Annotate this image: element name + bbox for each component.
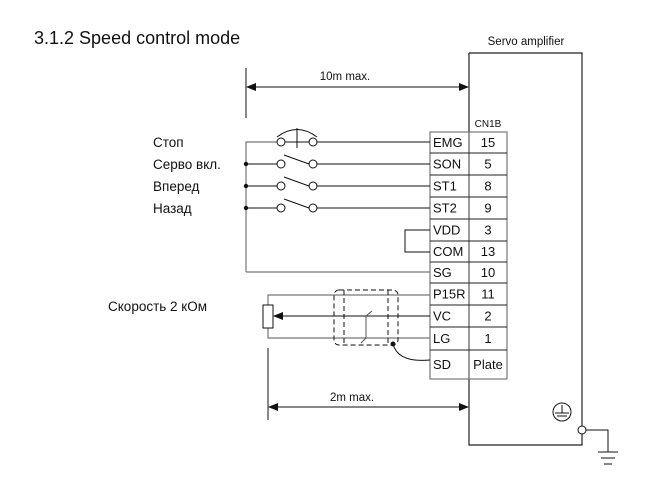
pin-row: SD Plate	[430, 349, 507, 372]
potentiometer-circuit: Скорость 2 кОм	[108, 289, 431, 361]
page-title: 3.1.2 Speed control mode	[34, 28, 241, 48]
pin-signal: ST1	[433, 179, 457, 194]
pin-signal: LG	[433, 331, 450, 346]
pin-signal: VC	[433, 309, 451, 324]
pin-row: ST2 9	[430, 196, 507, 216]
vdd-com-jumper	[404, 229, 430, 253]
dimension-2m-label: 2m max.	[330, 392, 374, 404]
pin-row: LG 1	[430, 326, 507, 346]
switch-reverse	[248, 198, 430, 213]
pin-row: ST1 8	[430, 174, 507, 194]
pin-row: VC 2	[430, 304, 507, 324]
protective-earth-icon	[552, 402, 572, 422]
pin-signal: COM	[433, 244, 463, 259]
pin-number: 3	[484, 223, 491, 238]
pin-number: 10	[481, 265, 495, 280]
pe-terminal	[577, 425, 587, 435]
dimension-10m-label: 10m max.	[320, 71, 371, 83]
pin-signal: SG	[433, 265, 452, 280]
switch-forward	[248, 176, 430, 191]
pin-row: EMG 15	[433, 135, 495, 150]
dimension-10m: 10m max.	[245, 68, 469, 118]
potentiometer-label: Скорость 2 кОм	[108, 299, 207, 314]
pin-signal: VDD	[433, 223, 460, 238]
pin-signal: P15R	[433, 287, 466, 302]
pin-number: 2	[484, 309, 491, 324]
earth-ground-icon	[598, 451, 618, 465]
pin-row: SG 10	[430, 261, 507, 280]
cable-shield	[333, 289, 431, 361]
potentiometer-symbol	[262, 304, 274, 329]
pin-row: COM 13	[430, 240, 507, 259]
switch-stop	[276, 128, 430, 148]
pin-number: 8	[484, 179, 491, 194]
pin-row: VDD 3	[430, 218, 507, 238]
input-label-reverse: Назад	[153, 201, 192, 216]
pin-number: 13	[481, 244, 495, 259]
protective-earth	[552, 402, 618, 465]
pin-number: 15	[481, 135, 495, 150]
pin-number: 5	[484, 157, 491, 172]
pin-signal: SD	[433, 357, 451, 372]
connector-label: CN1B	[475, 119, 502, 130]
switch-servo-on	[248, 154, 430, 169]
pin-number: 1	[484, 331, 491, 346]
pin-signal: ST2	[433, 201, 457, 216]
pin-number: 9	[484, 201, 491, 216]
pin-row: SON 5	[430, 152, 507, 172]
servo-amplifier-label: Servo amplifier	[488, 36, 565, 48]
pin-row: P15R 11	[430, 282, 507, 302]
pin-signal: SON	[433, 157, 461, 172]
input-label-servo-on: Серво вкл.	[153, 157, 221, 172]
pin-number: Plate	[473, 357, 503, 372]
input-label-forward: Вперед	[153, 179, 200, 194]
pin-number: 11	[481, 287, 495, 302]
pin-signal: EMG	[433, 135, 463, 150]
input-label-stop: Стоп	[153, 135, 184, 150]
input-switches: Стоп Серво вкл. Вперед Назад	[153, 128, 430, 273]
dimension-2m: 2m max.	[267, 348, 469, 420]
